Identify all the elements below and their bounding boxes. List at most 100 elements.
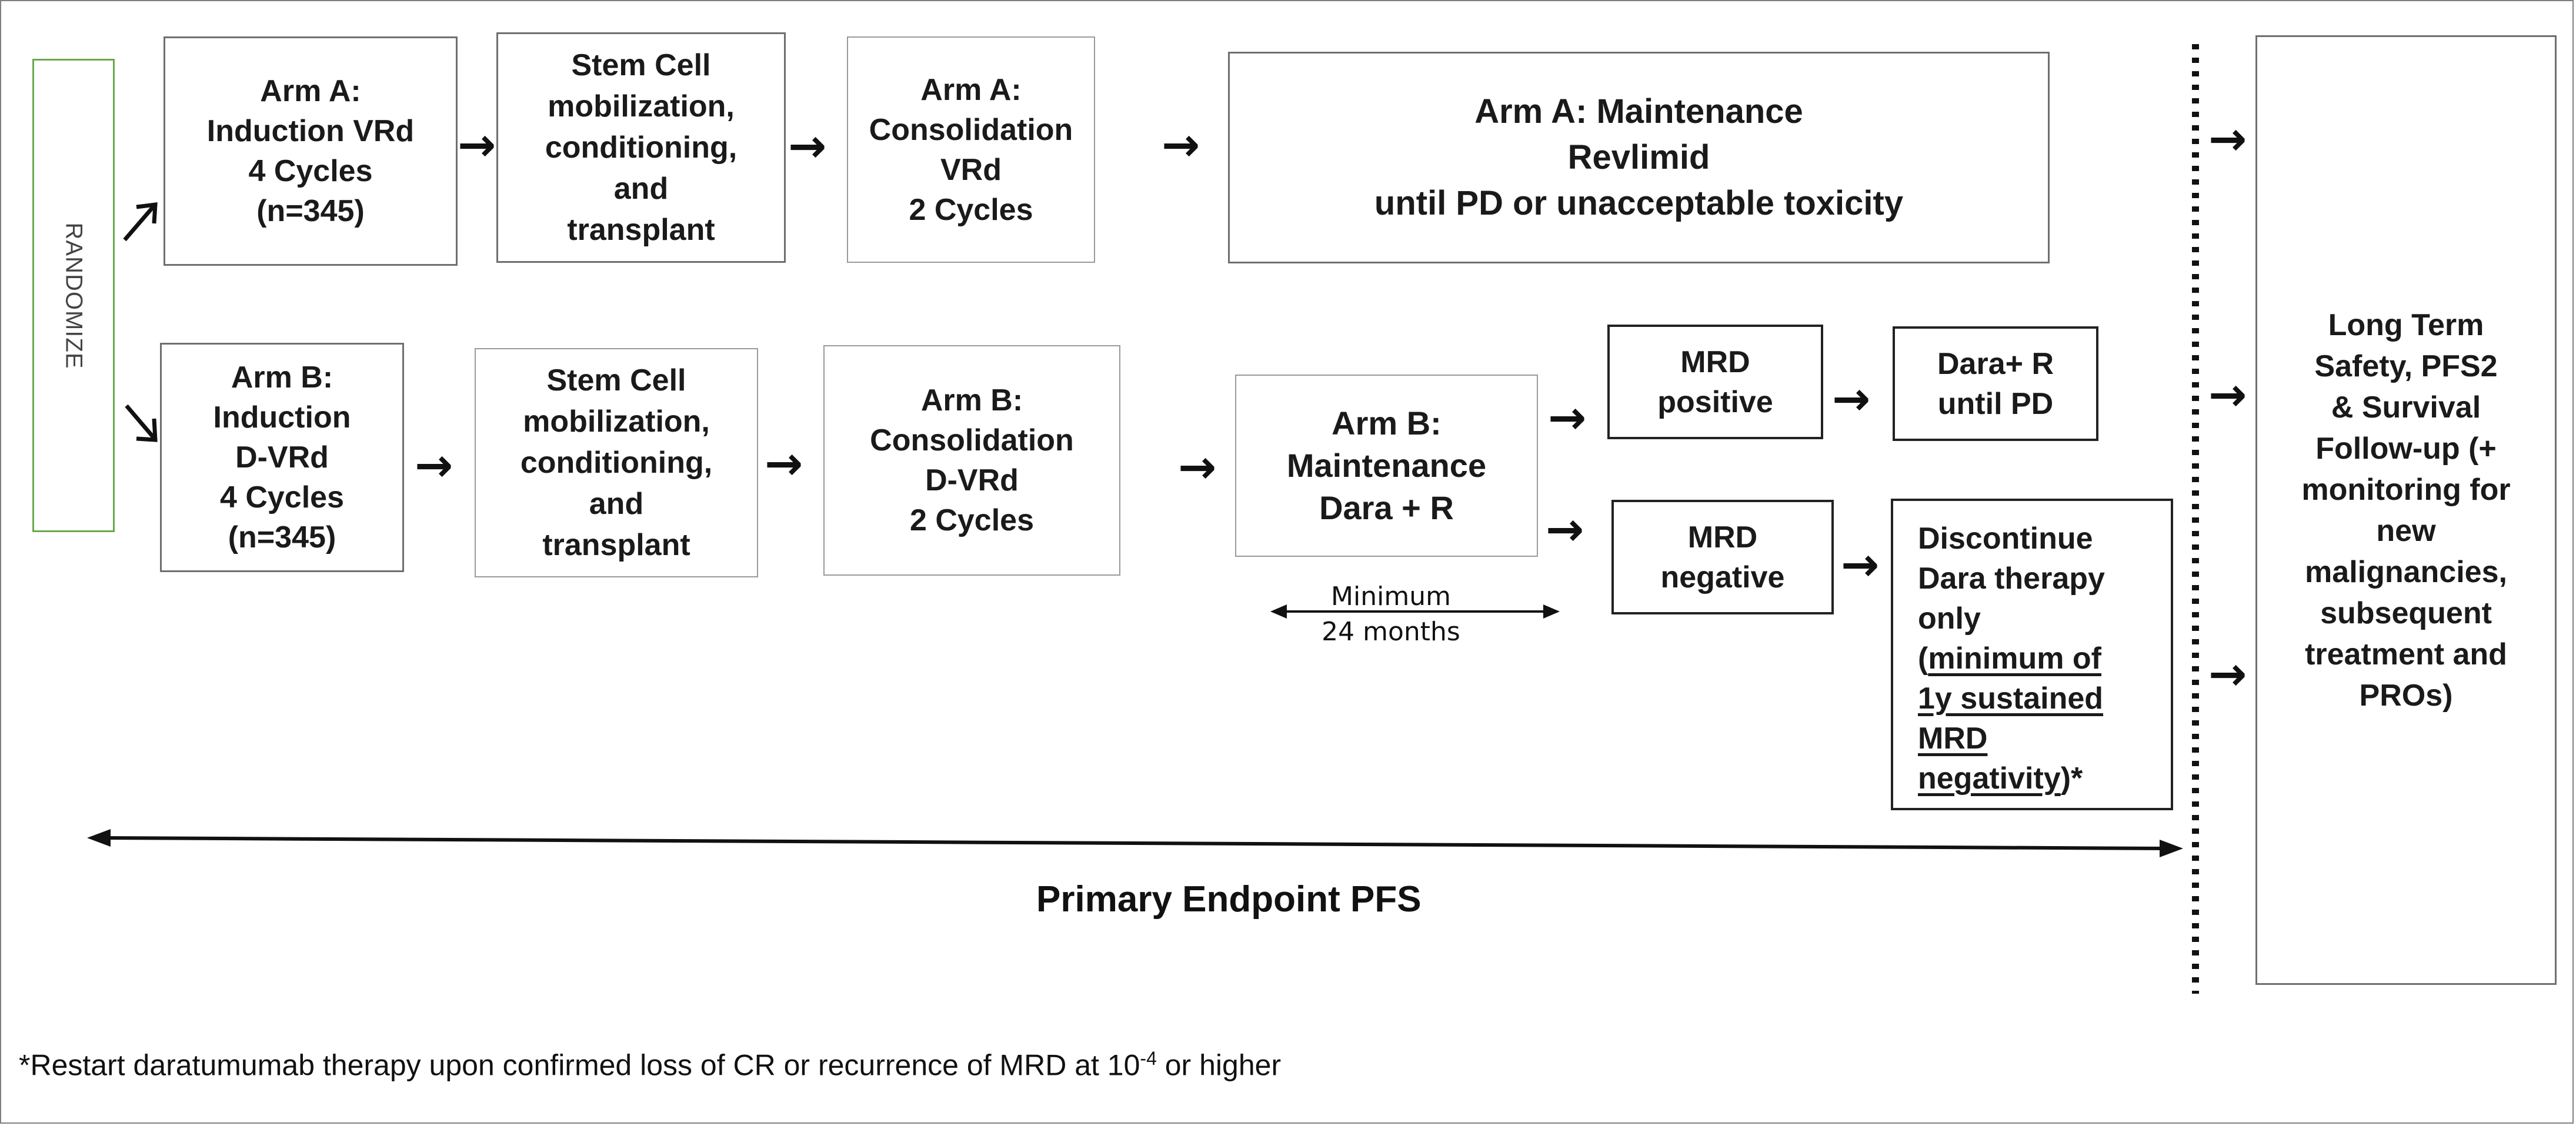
footnote-exponent: -4	[1140, 1048, 1157, 1069]
primary-endpoint-label: Primary Endpoint PFS	[1036, 879, 1422, 920]
arm-a-induction-line: Arm A:	[260, 74, 361, 108]
arm-b-consolidation-line: Arm B:	[920, 383, 1023, 417]
mrd-negative-line: MRD	[1687, 520, 1758, 554]
underlined-text: MRD	[1918, 721, 1988, 756]
underlined-text: 1y sustained	[1918, 681, 2104, 716]
discontinue-line: Dara therapy	[1918, 562, 2105, 596]
underlined-text: minimum of	[1928, 641, 2101, 676]
arm-b-consolidation-line: Consolidation	[870, 423, 1074, 457]
arm-a-stem-cell-line: mobilization,	[548, 89, 735, 123]
long-term-line: treatment and	[2305, 637, 2507, 671]
discontinue-line: negativity)*	[1918, 759, 2083, 798]
arrow-right-icon: →	[1832, 373, 1871, 426]
arm-b-consolidation-line: 2 Cycles	[909, 503, 1035, 537]
arm-b-consolidation-box: Arm B: Consolidation D-VRd 2 Cycles	[823, 345, 1120, 576]
arrow-right-icon: →	[458, 119, 496, 172]
arm-a-stem-cell-box: Stem Cell mobilization, conditioning, an…	[496, 32, 786, 263]
arm-b-stem-cell-line: and	[589, 487, 644, 521]
double-arrow-icon	[87, 829, 2183, 857]
dara-r-line: until PD	[1937, 386, 2054, 421]
mrd-positive-line: positive	[1657, 385, 1773, 419]
long-term-line: & Survival	[2331, 390, 2481, 425]
arrow-right-icon: →	[1178, 441, 1217, 494]
minimum-line: Minimum	[1331, 582, 1451, 612]
arm-b-maintenance-box: Arm B: Maintenance Dara + R	[1235, 375, 1538, 557]
discontinue-line: only	[1918, 602, 1981, 636]
arm-a-consolidation-line: Arm A:	[920, 72, 1022, 107]
arm-b-stem-cell-line: conditioning,	[520, 446, 713, 480]
arm-a-induction-box: Arm A: Induction VRd 4 Cycles (n=345)	[163, 36, 458, 266]
long-term-line: Long Term	[2328, 308, 2484, 342]
long-term-line: subsequent	[2320, 596, 2492, 630]
arrow-right-icon: →	[1841, 539, 1880, 592]
arrow-right-icon: →	[2208, 648, 2247, 701]
long-term-line: malignancies,	[2305, 554, 2507, 589]
arm-b-stem-cell-box: Stem Cell mobilization, conditioning, an…	[475, 348, 758, 577]
arrow-right-icon: →	[2208, 369, 2247, 422]
arrow-diagonal-down-icon	[125, 404, 158, 442]
arm-b-stem-cell-line: Stem Cell	[546, 363, 686, 397]
arm-a-maintenance-line: until PD or unacceptable toxicity	[1374, 184, 1904, 222]
discontinue-line: (minimum of	[1918, 639, 2101, 679]
arrow-right-icon: →	[1162, 119, 1200, 172]
arm-a-stem-cell-line: conditioning,	[545, 131, 738, 165]
arm-b-induction-line: Arm B:	[231, 360, 333, 395]
dara-r-line: Dara+ R	[1937, 346, 2054, 381]
arm-b-stem-cell-line: mobilization,	[523, 405, 710, 439]
mrd-positive-box: MRD positive	[1607, 325, 1823, 439]
arm-b-maintenance-line: Maintenance	[1286, 447, 1487, 484]
minimum-label: Minimum 24 months	[1312, 579, 1617, 650]
arm-a-consolidation-box: Arm A: Consolidation VRd 2 Cycles	[847, 36, 1095, 263]
underlined-text: negativity	[1918, 761, 2061, 796]
long-term-line: new	[2376, 513, 2436, 548]
footnote: *Restart daratumumab therapy upon confir…	[19, 1048, 1281, 1082]
footnote-text: *Restart daratumumab therapy upon confir…	[19, 1048, 1140, 1082]
minimum-line: 24 months	[1322, 617, 1460, 647]
discontinue-box: Discontinue Dara therapy only (minimum o…	[1891, 499, 2173, 810]
long-term-box: Long Term Safety, PFS2 & Survival Follow…	[2255, 35, 2557, 985]
arm-a-consolidation-line: 2 Cycles	[909, 192, 1033, 227]
arrow-right-icon: →	[1546, 503, 1584, 556]
arm-b-stem-cell-line: transplant	[542, 528, 690, 562]
arm-a-maintenance-box: Arm A: Maintenance Revlimid until PD or …	[1228, 52, 2050, 263]
arm-b-induction-box: Arm B: Induction D-VRd 4 Cycles (n=345)	[160, 343, 404, 572]
mrd-negative-line: negative	[1660, 560, 1785, 594]
arm-a-induction-line: Induction VRd	[206, 114, 415, 148]
arm-a-maintenance-line: Revlimid	[1567, 138, 1710, 176]
arrow-right-icon: →	[415, 439, 453, 492]
dara-r-box: Dara+ R until PD	[1893, 326, 2098, 441]
double-arrow-icon	[1270, 604, 1560, 619]
arm-b-induction-line: D-VRd	[235, 440, 329, 475]
arm-a-stem-cell-line: and	[613, 172, 669, 206]
randomize-box: RANDOMIZE	[32, 59, 115, 532]
arm-a-stem-cell-line: Stem Cell	[571, 48, 711, 82]
long-term-line: PROs)	[2359, 678, 2453, 713]
arm-b-maintenance-line: Dara + R	[1319, 489, 1454, 526]
arm-a-consolidation-line: Consolidation	[869, 112, 1073, 147]
arm-b-consolidation-line: D-VRd	[925, 463, 1019, 497]
arm-b-maintenance-line: Arm B:	[1332, 405, 1442, 442]
discontinue-line: Discontinue	[1918, 522, 2093, 556]
arm-a-stem-cell-line: transplant	[567, 213, 715, 247]
close-paren: )*	[2060, 761, 2083, 796]
arm-b-induction-line: Induction	[213, 400, 351, 435]
arm-b-induction-line: (n=345)	[228, 520, 336, 554]
long-term-line: monitoring for	[2301, 472, 2511, 507]
arm-a-induction-line: 4 Cycles	[248, 154, 373, 188]
long-term-line: Follow-up (+	[2315, 431, 2497, 466]
arm-a-consolidation-line: VRd	[940, 152, 1002, 187]
long-term-line: Safety, PFS2	[2314, 349, 2498, 383]
arm-a-induction-line: (n=345)	[256, 194, 365, 228]
footnote-text-end: or higher	[1156, 1048, 1282, 1082]
arm-a-maintenance-line: Arm A: Maintenance	[1474, 92, 1803, 131]
arrow-diagonal-up-icon	[123, 202, 158, 242]
arrow-right-icon: →	[1548, 392, 1587, 445]
mrd-negative-box: MRD negative	[1611, 500, 1834, 614]
arrow-right-icon: →	[788, 120, 827, 173]
mrd-positive-line: MRD	[1680, 345, 1750, 379]
paren-open: (	[1918, 641, 1928, 676]
arm-b-induction-line: 4 Cycles	[219, 480, 345, 514]
arrow-right-icon: →	[765, 437, 803, 490]
arrow-right-icon: →	[2208, 113, 2247, 166]
